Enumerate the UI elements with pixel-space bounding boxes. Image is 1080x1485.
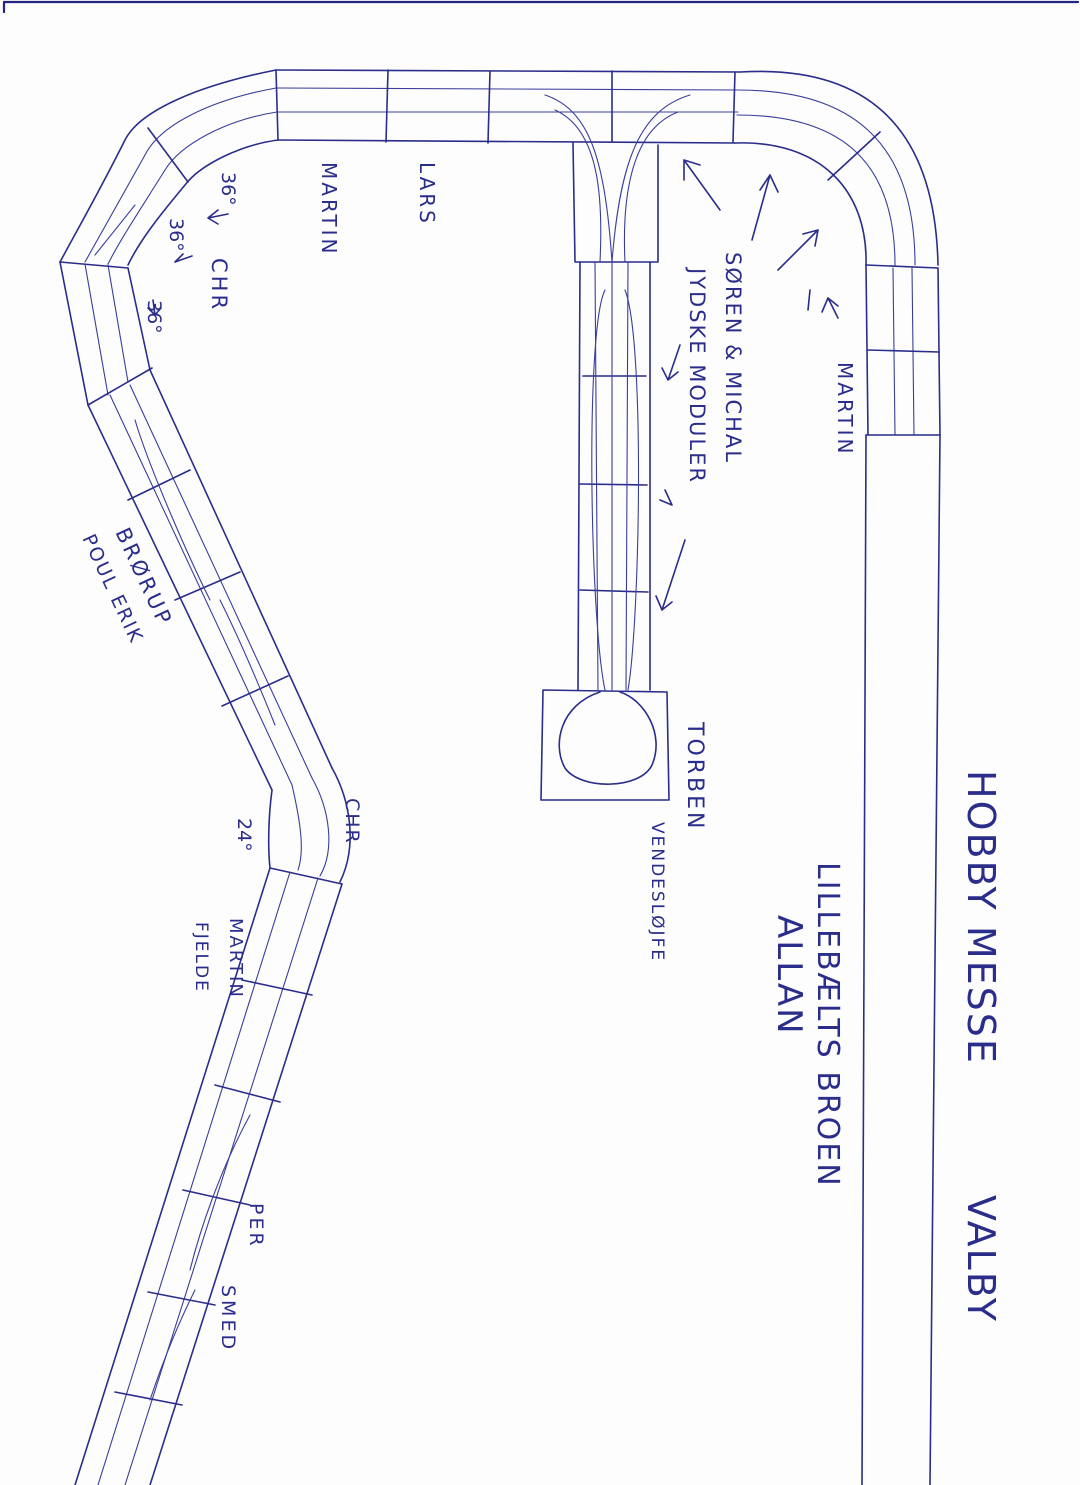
martin-lower-label: MARTIN bbox=[225, 918, 246, 999]
smed-label: SMED bbox=[217, 1285, 239, 1352]
torben-group: TORBEN bbox=[682, 721, 707, 832]
angle-a-group: 36° bbox=[217, 172, 239, 206]
martin-right-label: MARTIN bbox=[833, 362, 857, 456]
angle-36-c: 36° bbox=[143, 300, 165, 334]
title-line2: VALBY bbox=[959, 1195, 1003, 1323]
top-left-curve bbox=[59, 69, 279, 269]
right-vertical-modules bbox=[865, 264, 941, 436]
chr-lower-group: CHR bbox=[341, 798, 363, 845]
lower-diagonal-modules bbox=[74, 867, 343, 1485]
chr-upper-label: CHR bbox=[207, 258, 231, 312]
branch-modules bbox=[544, 94, 691, 691]
jydske-group: JYDSKE MODULER bbox=[685, 266, 709, 484]
fjelde-group: FJELDE bbox=[191, 922, 211, 993]
soren-michal-group: SØREN & MICHAL bbox=[721, 252, 745, 464]
jydske-moduler-label: JYDSKE MODULER bbox=[685, 266, 709, 484]
angle-24-label: 24° bbox=[233, 818, 255, 852]
vendeslojfe-label: VENDESLØJFE bbox=[647, 822, 667, 962]
left-curve-segment bbox=[59, 261, 153, 406]
title-line1-group: HOBBY MESSE bbox=[959, 770, 1003, 1065]
martin-top-label: MARTIN bbox=[317, 162, 341, 256]
allan-group: ALLAN bbox=[769, 915, 809, 1036]
torben-label: TORBEN bbox=[682, 721, 707, 832]
angle-b-group: 36° bbox=[165, 218, 187, 252]
per-label: PER bbox=[245, 1203, 267, 1249]
allan-label: ALLAN bbox=[769, 915, 809, 1036]
chr-upper-group: CHR bbox=[207, 258, 231, 312]
top-straight-modules bbox=[275, 69, 741, 144]
soren-michal-label: SØREN & MICHAL bbox=[721, 252, 745, 464]
left-diagonal-modules bbox=[87, 369, 333, 791]
chr-lower-label: CHR bbox=[341, 798, 363, 845]
lars-label: LARS bbox=[415, 162, 439, 226]
reversing-loop bbox=[540, 689, 670, 801]
lars-group: LARS bbox=[415, 162, 439, 226]
lillebaelts-group: LILLEBÆLTS BROEN bbox=[810, 862, 845, 1188]
smed-group: SMED bbox=[217, 1285, 239, 1352]
angle-c-group: 36° bbox=[143, 300, 165, 334]
angle-36-b: 36° bbox=[165, 218, 187, 252]
page-corner-mark bbox=[2, 0, 1080, 14]
vendeslojfe-group: VENDESLØJFE bbox=[647, 822, 667, 962]
direction-arrows bbox=[147, 159, 839, 611]
fjelde-label: FJELDE bbox=[191, 922, 211, 993]
martin-top-group: MARTIN bbox=[317, 162, 341, 256]
angle-24-group: 24° bbox=[233, 818, 255, 852]
martin-lower-group: MARTIN bbox=[225, 918, 246, 999]
middle-curve bbox=[267, 767, 351, 885]
title-line2-group: VALBY bbox=[959, 1195, 1003, 1323]
per-group: PER bbox=[245, 1203, 267, 1249]
hall-wall bbox=[861, 434, 941, 1485]
angle-36-a: 36° bbox=[217, 172, 239, 206]
lillebaelts-broen-label: LILLEBÆLTS BROEN bbox=[810, 862, 845, 1188]
martin-right-group: MARTIN bbox=[833, 362, 857, 456]
top-right-curve bbox=[734, 70, 939, 269]
title-line1: HOBBY MESSE bbox=[959, 770, 1003, 1065]
